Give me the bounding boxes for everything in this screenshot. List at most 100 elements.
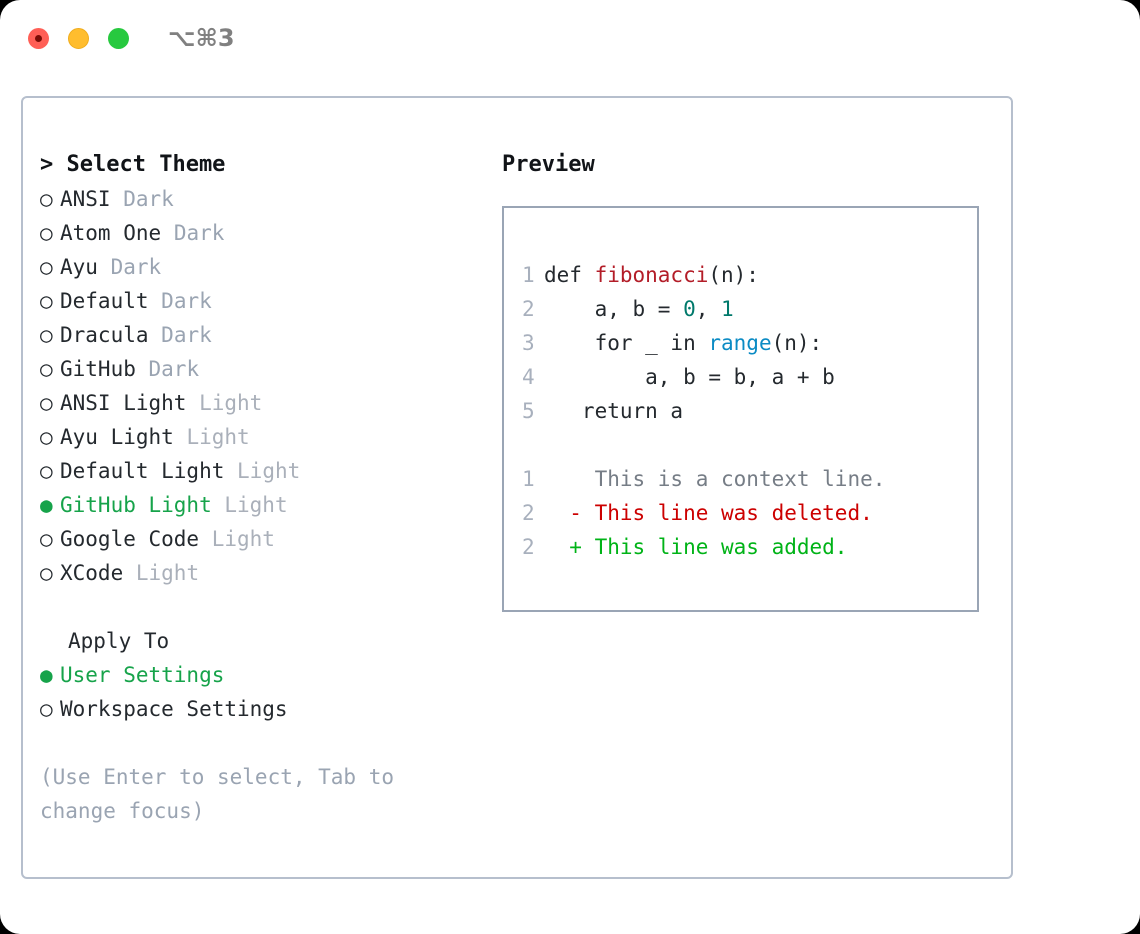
theme-item-variant: Dark [173, 221, 225, 245]
theme-item-variant: Dark [148, 357, 200, 381]
code-token-builtin: range [708, 331, 772, 355]
code-token-plain: (n): [708, 263, 759, 287]
theme-selector-card: > Select Theme ○ANSI Dark○Atom One Dark○… [21, 96, 1013, 879]
line-number: 1 [522, 467, 535, 491]
theme-item-label: ANSI [60, 187, 111, 211]
keyboard-shortcut-label: ⌥⌘3 [168, 24, 235, 52]
list-spacer [40, 590, 493, 624]
theme-item-default-light[interactable]: ○ Default Light Light [40, 454, 493, 488]
line-number: 4 [522, 365, 535, 389]
theme-item-label: Atom One [60, 221, 162, 245]
theme-item-label: Default Light [60, 459, 225, 483]
radio-unselected-icon: ○ [40, 459, 53, 483]
theme-item-google-code[interactable]: ○ Google Code Light [40, 522, 493, 556]
theme-item-variant: Light [211, 527, 275, 551]
maximize-button[interactable] [108, 28, 129, 49]
radio-unselected-icon: ○ [40, 425, 53, 449]
panes-container: > Select Theme ○ANSI Dark○Atom One Dark○… [23, 98, 1011, 877]
theme-item-ayu-light[interactable]: ○Ayu Light Light [40, 420, 493, 454]
radio-unselected-icon: ○ [40, 187, 53, 211]
theme-item-dracula[interactable]: ○ Dracula Dark [40, 318, 493, 352]
diff-marker [544, 467, 595, 491]
radio-unselected-icon: ○ [40, 697, 53, 721]
theme-item-ansi-light[interactable]: ○ANSI Light Light [40, 386, 493, 420]
diff-text: This line was deleted. [594, 501, 873, 525]
code-token-num: 1 [721, 297, 734, 321]
code-token-plain: a, b = b, a + b [544, 365, 835, 389]
theme-item-xcode[interactable]: ○XCode Light [40, 556, 493, 590]
theme-item-variant: Dark [161, 289, 212, 313]
theme-item-variant: Light [135, 561, 200, 585]
diff-text: This line was added. [594, 535, 848, 559]
diff-line-ctx: 1 This is a context line. [522, 462, 977, 496]
radio-unselected-icon: ○ [40, 561, 53, 585]
radio-unselected-icon: ○ [40, 255, 53, 279]
theme-list-pane: > Select Theme ○ANSI Dark○Atom One Dark○… [23, 98, 493, 877]
close-button[interactable] [28, 28, 49, 49]
apply-to-item-label: Workspace Settings [60, 697, 288, 721]
line-number: 2 [522, 297, 535, 321]
code-line: 2 a, b = 0, 1 [522, 292, 977, 326]
radio-unselected-icon: ○ [40, 527, 53, 551]
line-number: 3 [522, 331, 535, 355]
theme-item-atom-one[interactable]: ○ Atom One Dark [40, 216, 493, 250]
code-line: 5 return a [522, 394, 977, 428]
radio-unselected-icon: ○ [40, 323, 53, 347]
theme-item-variant: Light [237, 459, 301, 483]
diff-snippet: 1 This is a context line.2 - This line w… [522, 462, 977, 564]
diff-marker: + [544, 535, 595, 559]
theme-item-label: Dracula [60, 323, 149, 347]
radio-selected-icon: ● [40, 663, 53, 687]
keyboard-hint: (Use Enter to select, Tab to change focu… [40, 765, 407, 823]
theme-item-ansi[interactable]: ○ ANSI Dark [40, 182, 493, 216]
apply-to-list: ● User Settings ○ Workspace Settings [40, 658, 493, 726]
select-theme-heading: > Select Theme [40, 152, 226, 177]
code-token-plain: a, b = [544, 297, 684, 321]
theme-item-label: Default [60, 289, 149, 313]
diff-line-del: 2 - This line was deleted. [522, 496, 977, 530]
code-line: 4 a, b = b, a + b [522, 360, 977, 394]
code-token-plain: (n): [771, 331, 823, 355]
apply-to-item-label: User Settings [60, 663, 225, 687]
theme-item-github-light[interactable]: ● GitHub Light Light [40, 488, 493, 522]
code-token-plain: , [695, 297, 722, 321]
theme-item-default[interactable]: ○ Default Dark [40, 284, 493, 318]
line-number: 2 [522, 535, 535, 559]
theme-item-variant: Dark [161, 323, 212, 347]
code-token-plain: return a [544, 399, 684, 423]
theme-list: ○ ANSI Dark ○ Atom One Dark ○ Ayu Dark ○ Defaul… [40, 182, 493, 590]
apply-to-item-workspace-settings[interactable]: ○ Workspace Settings [40, 692, 493, 726]
line-number: 1 [522, 263, 535, 287]
minimize-button[interactable] [68, 28, 89, 49]
code-token-plain: for _ in [544, 331, 709, 355]
radio-unselected-icon: ○ [40, 289, 53, 313]
code-line: 3 for _ in range(n): [522, 326, 977, 360]
title-bar: ⌥⌘3 [0, 0, 1140, 76]
theme-item-ayu[interactable]: ○Ayu Dark [40, 250, 493, 284]
theme-item-variant: Light [199, 391, 263, 415]
theme-item-label: Google Code [60, 527, 200, 551]
theme-item-github[interactable]: ○ GitHub Dark [40, 352, 493, 386]
preview-heading: Preview [502, 152, 595, 177]
diff-line-add: 2 + This line was added. [522, 530, 977, 564]
apply-to-heading: Apply To [68, 629, 170, 653]
theme-item-label: GitHub [60, 357, 136, 381]
theme-item-variant: Light [186, 425, 250, 449]
theme-item-variant: Light [224, 493, 288, 517]
theme-item-variant: Dark [123, 187, 174, 211]
theme-item-label: GitHub Light [60, 493, 212, 517]
radio-unselected-icon: ○ [40, 221, 53, 245]
radio-unselected-icon: ○ [40, 357, 53, 381]
theme-item-label: ANSI Light [60, 391, 187, 415]
apply-to-item-user-settings[interactable]: ● User Settings [40, 658, 493, 692]
code-token-plain: def [544, 263, 595, 287]
close-icon [35, 35, 42, 42]
line-number: 2 [522, 501, 535, 525]
radio-selected-icon: ● [40, 493, 53, 517]
theme-item-label: Ayu [60, 255, 98, 279]
